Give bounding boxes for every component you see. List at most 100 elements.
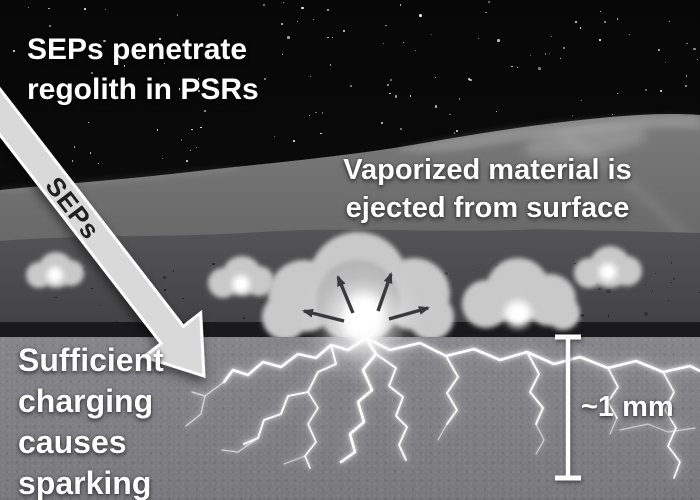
star: [385, 25, 387, 27]
star: [273, 135, 276, 137]
star: [301, 6, 304, 10]
star: [262, 3, 265, 6]
caption-line: Sufficient: [18, 342, 164, 378]
star: [343, 30, 346, 33]
star: [664, 62, 667, 64]
star: [281, 54, 283, 56]
star: [685, 75, 688, 77]
rock-speckle: [670, 262, 673, 265]
star: [349, 85, 352, 88]
star: [90, 72, 93, 75]
star: [660, 89, 662, 92]
star: [409, 95, 412, 97]
star: [580, 99, 583, 101]
star: [497, 39, 500, 42]
star: [199, 126, 202, 129]
star: [287, 36, 291, 40]
star: [73, 146, 76, 149]
vapor-cloud: [208, 256, 274, 300]
star: [517, 67, 519, 69]
rock-speckle: [164, 289, 166, 291]
star: [186, 160, 189, 163]
star: [453, 132, 456, 134]
star: [549, 53, 551, 55]
star: [84, 8, 86, 10]
star: [611, 114, 613, 116]
star: [458, 98, 460, 100]
star: [292, 140, 295, 142]
rock-speckle: [449, 277, 451, 279]
caption-line: charging: [18, 383, 154, 419]
star: [574, 21, 577, 24]
star: [431, 33, 433, 35]
star: [319, 132, 322, 135]
star: [326, 8, 330, 12]
rock-speckle: [127, 314, 130, 316]
star: [496, 111, 498, 113]
rock-speckle: [242, 317, 245, 319]
star: [156, 129, 158, 131]
rock-speckle: [672, 278, 675, 280]
cloud-puff: [546, 296, 580, 330]
star: [72, 160, 74, 162]
star: [235, 49, 238, 51]
star: [604, 21, 606, 24]
star: [434, 105, 438, 108]
cloud-base-glow: [500, 296, 536, 332]
rock-speckle: [654, 272, 657, 274]
cloud-base-glow: [44, 264, 66, 286]
rock-speckle: [574, 262, 576, 264]
scale-bar: [555, 334, 581, 481]
rock-speckle: [606, 289, 611, 293]
star: [617, 93, 619, 95]
hill-ridge-highlight: [400, 115, 700, 152]
star: [685, 85, 687, 88]
star: [559, 57, 561, 59]
star: [399, 4, 402, 7]
star: [178, 87, 181, 90]
rock-speckle: [172, 270, 175, 272]
ejecta-arrows: [302, 272, 430, 323]
star: [485, 11, 487, 13]
hill-lit-patch: [523, 126, 647, 158]
star: [87, 121, 90, 124]
star: [296, 20, 298, 22]
star: [309, 76, 312, 78]
rock-speckle: [667, 299, 670, 301]
star: [13, 50, 16, 52]
star: [571, 115, 573, 117]
scale-bar-label: ~1 mm: [581, 391, 674, 423]
star: [204, 110, 206, 113]
star: [449, 114, 451, 116]
star: [418, 13, 422, 17]
star: [696, 59, 698, 61]
vapor-cloud: [462, 258, 580, 332]
star: [263, 78, 266, 81]
star: [282, 1, 284, 4]
star: [103, 39, 106, 43]
star: [600, 10, 602, 12]
star: [644, 89, 647, 92]
caption-sufficient-charging: Sufficient charging causes sparking: [18, 340, 164, 500]
star: [380, 122, 383, 125]
vapor-cloud: [26, 252, 86, 288]
star: [158, 37, 162, 41]
cloud-base-glow: [229, 272, 253, 296]
caption-line: sparking: [18, 465, 152, 500]
star: [511, 65, 513, 67]
caption-line: ejected from surface: [345, 192, 630, 224]
star: [629, 33, 631, 36]
star: [164, 62, 166, 65]
star: [382, 43, 384, 45]
caption-line: SEPs penetrate: [27, 33, 248, 66]
star: [488, 1, 491, 3]
rock-speckle: [607, 315, 610, 317]
star: [124, 65, 126, 67]
star: [313, 18, 315, 20]
rock-speckle: [97, 304, 100, 307]
